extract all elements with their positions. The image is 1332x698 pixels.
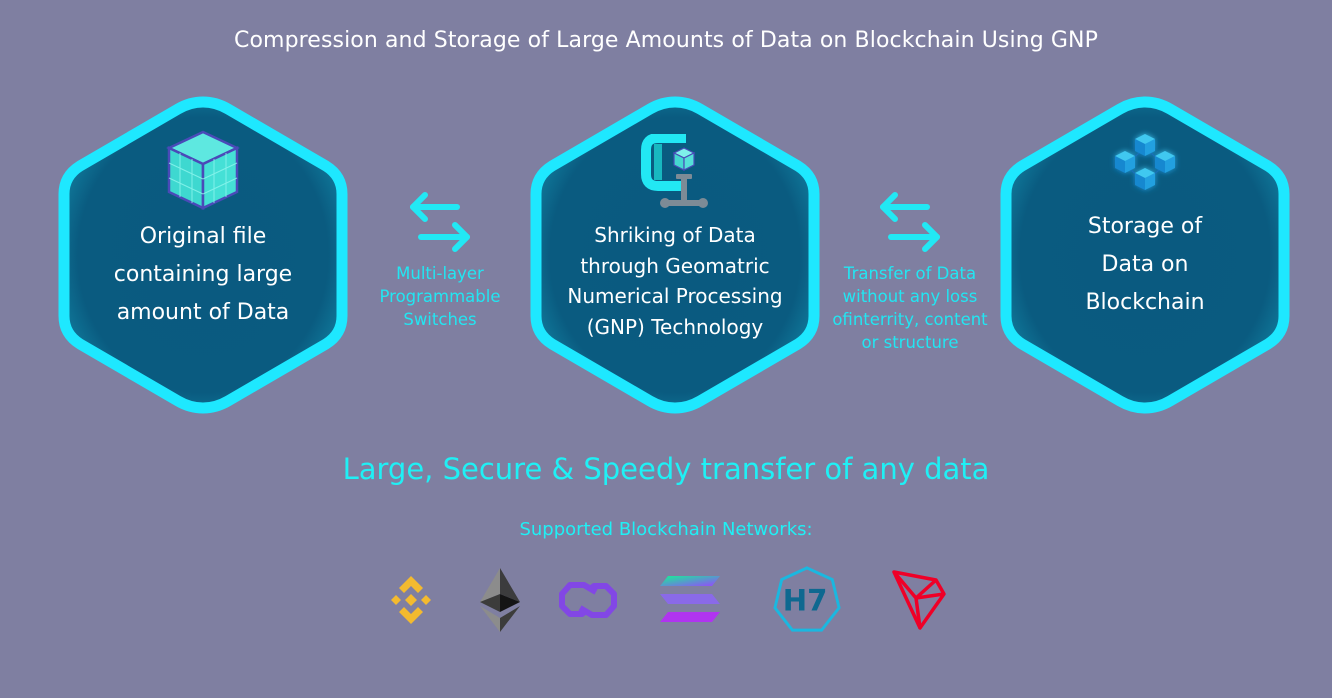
step-label-line: Data on: [1101, 252, 1189, 277]
step-label: Storage of Data on Blockchain: [1020, 208, 1270, 322]
connector-label-line: Transfer of Data: [843, 264, 977, 283]
step-label: Shriking of Data through Geomatric Numer…: [538, 220, 812, 342]
connector-transfer: Transfer of Data without any loss ofinte…: [812, 190, 1008, 354]
blockchain-network-icon: [1000, 130, 1290, 200]
step-label-line: amount of Data: [116, 300, 290, 325]
connector-label: Multi-layer Programmable Switches: [352, 262, 528, 331]
connector-label-line: or structure: [861, 333, 959, 352]
step-original-file: Original file containing large amount of…: [58, 96, 348, 414]
bidirectional-arrows-icon: [352, 190, 528, 252]
step-label-line: through Geomatric: [580, 253, 770, 278]
connector-label-line: Switches: [403, 310, 477, 329]
solana-logo-icon: [654, 565, 724, 635]
polygon-logo-icon: [553, 565, 623, 635]
h7-logo-icon: H7: [772, 565, 842, 635]
connector-label-line: Programmable: [379, 287, 501, 306]
step-label: Original file containing large amount of…: [78, 218, 328, 332]
step-blockchain-storage: Storage of Data on Blockchain: [1000, 96, 1290, 414]
step-label-line: Original file: [139, 224, 267, 249]
step-label-line: Storage of: [1087, 214, 1203, 239]
connector-label-line: Multi-layer: [396, 264, 484, 283]
step-label-line: containing large: [113, 262, 293, 287]
network-logos: H7: [0, 565, 1332, 635]
ethereum-logo-icon: [465, 565, 535, 635]
step-label-line: Blockchain: [1085, 290, 1205, 315]
binance-logo-icon: [376, 565, 446, 635]
step-gnp-compression: Shriking of Data through Geomatric Numer…: [530, 96, 820, 414]
tagline: Large, Secure & Speedy transfer of any d…: [342, 452, 990, 486]
compression-clamp-icon: [530, 134, 820, 214]
connector-switches: Multi-layer Programmable Switches: [352, 190, 528, 331]
page-title: Compression and Storage of Large Amounts…: [234, 28, 1098, 53]
connector-label-line: ofinterrity, content: [832, 310, 988, 329]
step-label-line: (GNP) Technology: [586, 314, 764, 339]
supported-networks-label: Supported Blockchain Networks:: [519, 519, 813, 540]
step-label-line: Numerical Processing: [567, 284, 783, 308]
svg-text:H7: H7: [783, 584, 828, 618]
connector-label: Transfer of Data without any loss ofinte…: [812, 262, 1008, 354]
data-cube-icon: [58, 128, 348, 212]
bidirectional-arrows-icon: [812, 190, 1008, 252]
step-label-line: Shriking of Data: [594, 223, 756, 247]
tron-logo-icon: [883, 565, 953, 635]
connector-label-line: without any loss: [842, 287, 978, 306]
